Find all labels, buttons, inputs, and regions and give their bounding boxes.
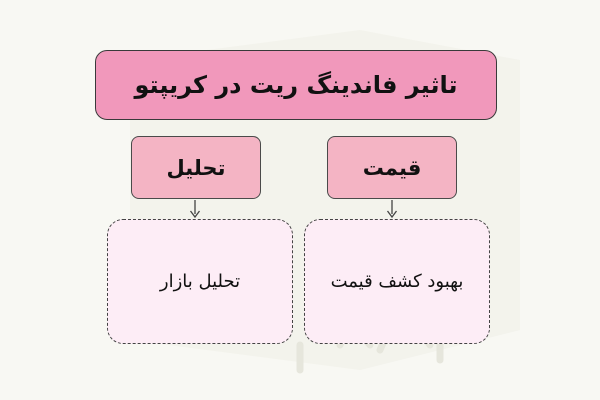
detail-node-price-discovery: بهبود کشف قیمت [304, 219, 490, 344]
category-node-analysis: تحلیل [131, 136, 261, 199]
detail-node-market-analysis: تحلیل بازار [107, 219, 293, 344]
title-node: تاثیر فاندینگ ریت در کریپتو [95, 50, 497, 120]
arrow-head-left [189, 210, 201, 219]
arrow-head-right [386, 210, 398, 219]
category-node-price: قیمت [327, 136, 457, 199]
